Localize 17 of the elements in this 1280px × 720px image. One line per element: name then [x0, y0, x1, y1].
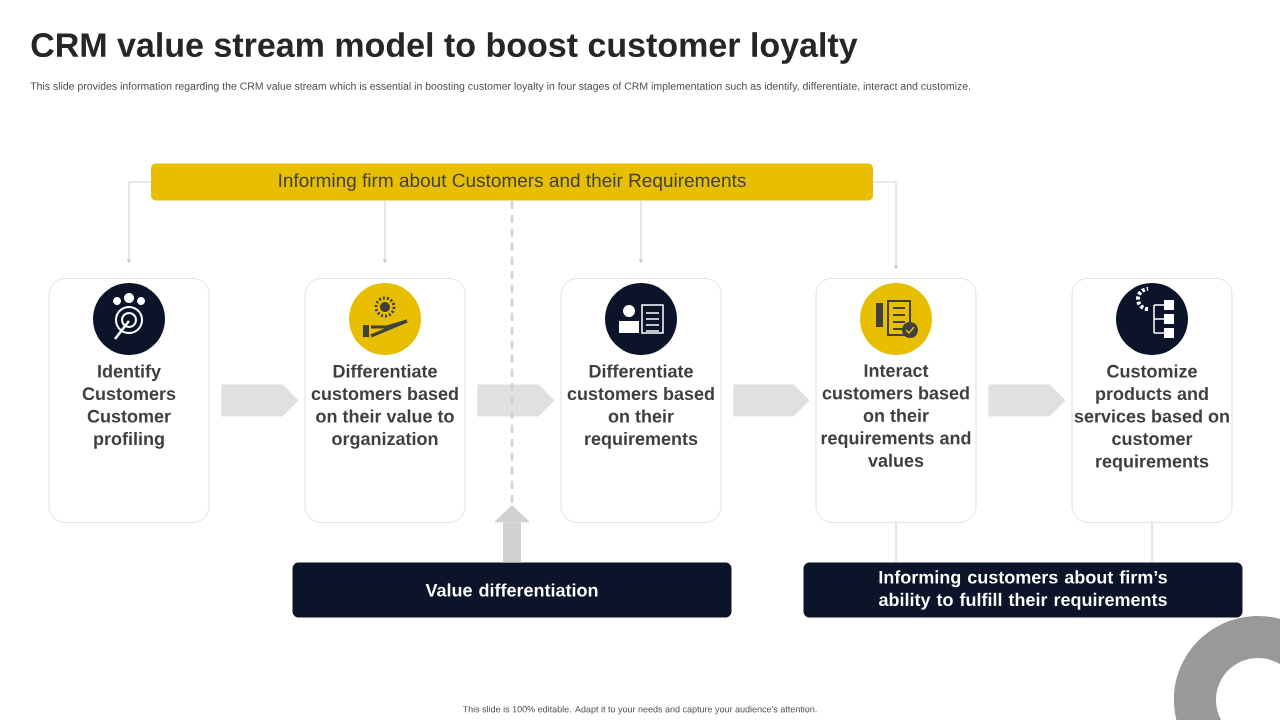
arrow	[477, 384, 555, 417]
footer-note: This slide is 100% editable. Adapt it to your needs and capture your audience's attention.	[462, 705, 817, 715]
summary-box: Informing customers about firm’s ability to fulfill their requirements	[803, 562, 1243, 618]
summary-box: Value differentiation	[292, 562, 732, 618]
subtitle: This slide provides information regarding the CRM value stream which is essential in boosting customer loyalty in four stages of CRM implementation such as identify, differentiate, interact and customize.	[30, 82, 971, 92]
arrow	[733, 384, 810, 417]
arrow	[221, 384, 299, 417]
arrow	[127, 181, 152, 264]
stage-card: Differentiate customers based on their requirements	[560, 278, 722, 523]
stage-card: Interact customers based on their requirements and values	[815, 278, 977, 523]
banner-box: Informing firm about Customers and their Requirements	[151, 163, 873, 201]
stage-card: Customize products and services based on customer requirements	[1071, 278, 1233, 523]
arrow	[988, 384, 1066, 417]
arrow	[872, 181, 898, 270]
slide-title: CRM value stream model to boost customer loyalty	[31, 32, 858, 64]
stage-card: Identify Customers Customer profiling	[48, 278, 210, 523]
stage-card: Differentiate customers based on their value to organization	[304, 278, 466, 523]
